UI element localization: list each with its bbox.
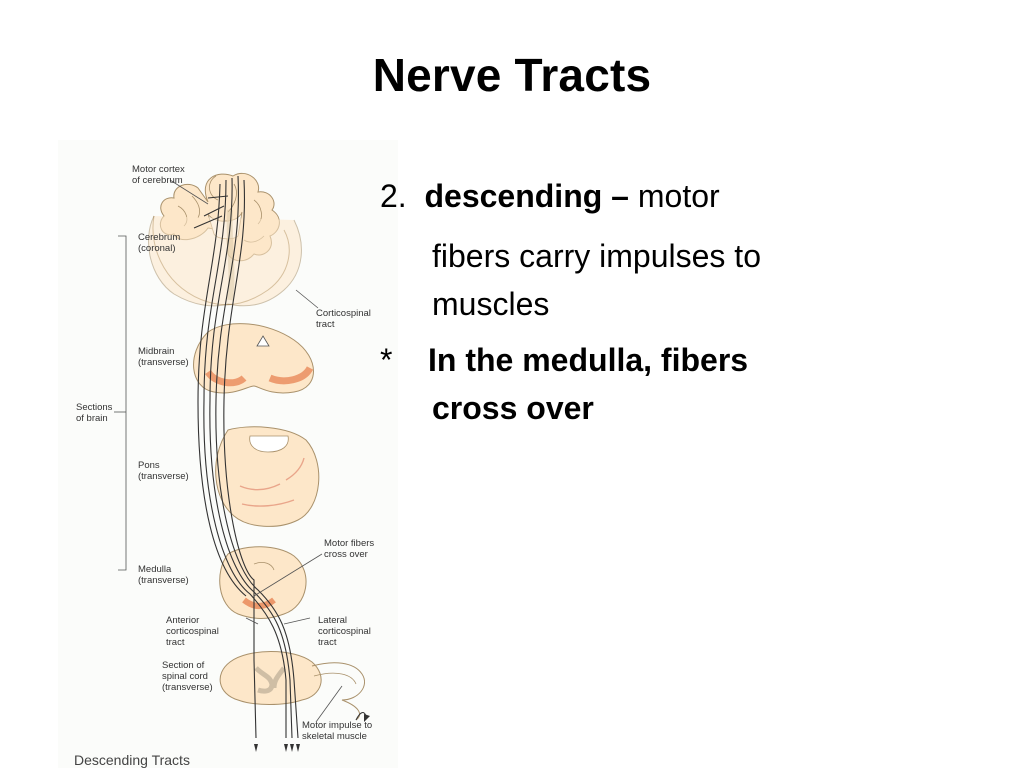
point-descending: 2. descending – motor	[380, 176, 720, 216]
bullet-star: *	[380, 342, 393, 378]
figure-caption: Descending Tracts	[74, 752, 190, 768]
bullet-medulla-line-2: cross over	[432, 390, 594, 426]
point-rest: motor	[637, 178, 720, 214]
label-pons: Pons(transverse)	[138, 460, 189, 482]
cortex-arrows	[193, 195, 229, 229]
medulla-section	[219, 546, 307, 619]
bullet-medulla-line-1: In the medulla, fibers	[428, 342, 749, 378]
tract-lines	[197, 175, 299, 739]
label-midbrain: Midbrain(transverse)	[138, 346, 189, 368]
slide-title: Nerve Tracts	[372, 49, 652, 101]
point-line-3: muscles	[432, 286, 550, 322]
leader-lines	[114, 179, 343, 723]
point-line-2: fibers carry impulses to	[432, 238, 761, 274]
point-number: 2.	[380, 178, 407, 214]
point-term: descending –	[424, 178, 629, 214]
label-medulla: Medulla(transverse)	[138, 564, 189, 586]
tract-arrowheads	[254, 744, 300, 752]
pons-section	[215, 426, 320, 527]
spinal-cord-section	[219, 651, 370, 722]
label-cerebrum: Cerebrum(coronal)	[138, 232, 180, 254]
